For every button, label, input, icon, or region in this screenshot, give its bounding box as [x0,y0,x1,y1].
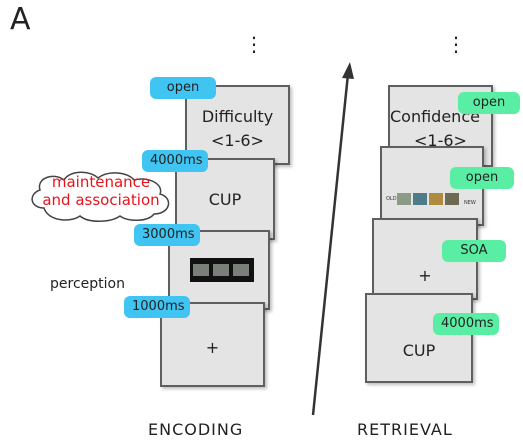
encoding-1000ms-tag: 1000ms [124,296,190,318]
difficulty-range: <1-6> [211,131,264,150]
encoding-word: CUP [208,190,242,209]
retrieval-continuation-dots: ⋮ [446,32,466,56]
retrieval-open-tag-mid: open [450,167,514,189]
encoding-label: ENCODING [148,420,244,439]
encoding-open-tag: open [150,77,216,99]
retrieval-soa-tag: SOA [442,240,506,262]
retrieval-label: RETRIEVAL [357,420,453,439]
cloud-line-2: and association [42,191,160,209]
difficulty-title: Difficulty [201,107,274,126]
scene-thumbnail [445,193,459,205]
encoding-4000ms-tag: 4000ms [142,150,208,172]
encoding-3000ms-tag: 3000ms [134,224,200,246]
scene-thumbnail [397,193,411,205]
retrieval-word-card: CUP [365,293,473,383]
confidence-range: <1-6> [414,131,467,150]
film-frame [213,264,229,276]
maintenance-cloud-label: maintenance and association [28,173,174,209]
retrieval-open-tag-top: open [458,92,520,114]
encoding-continuation-dots: ⋮ [244,32,264,56]
new-label: NEW [464,200,476,206]
encoding-fixation-cross: + [205,338,220,357]
film-strip-image [190,258,254,282]
old-label: OLD [386,196,397,202]
panel-letter: A [10,2,31,37]
film-frame [233,264,249,276]
perception-label: perception [50,276,125,292]
film-frame [193,264,209,276]
retrieval-4000ms-tag: 4000ms [433,313,499,335]
thought-cloud-icon [31,171,170,222]
confidence-title: Confidence [390,107,480,126]
retrieval-fixation-cross: + [418,266,432,285]
time-arrow-icon [311,62,354,416]
scene-thumbnail [413,193,427,205]
cloud-line-1: maintenance [51,173,151,191]
retrieval-word: CUP [402,341,436,360]
scene-thumbnail [429,193,443,205]
